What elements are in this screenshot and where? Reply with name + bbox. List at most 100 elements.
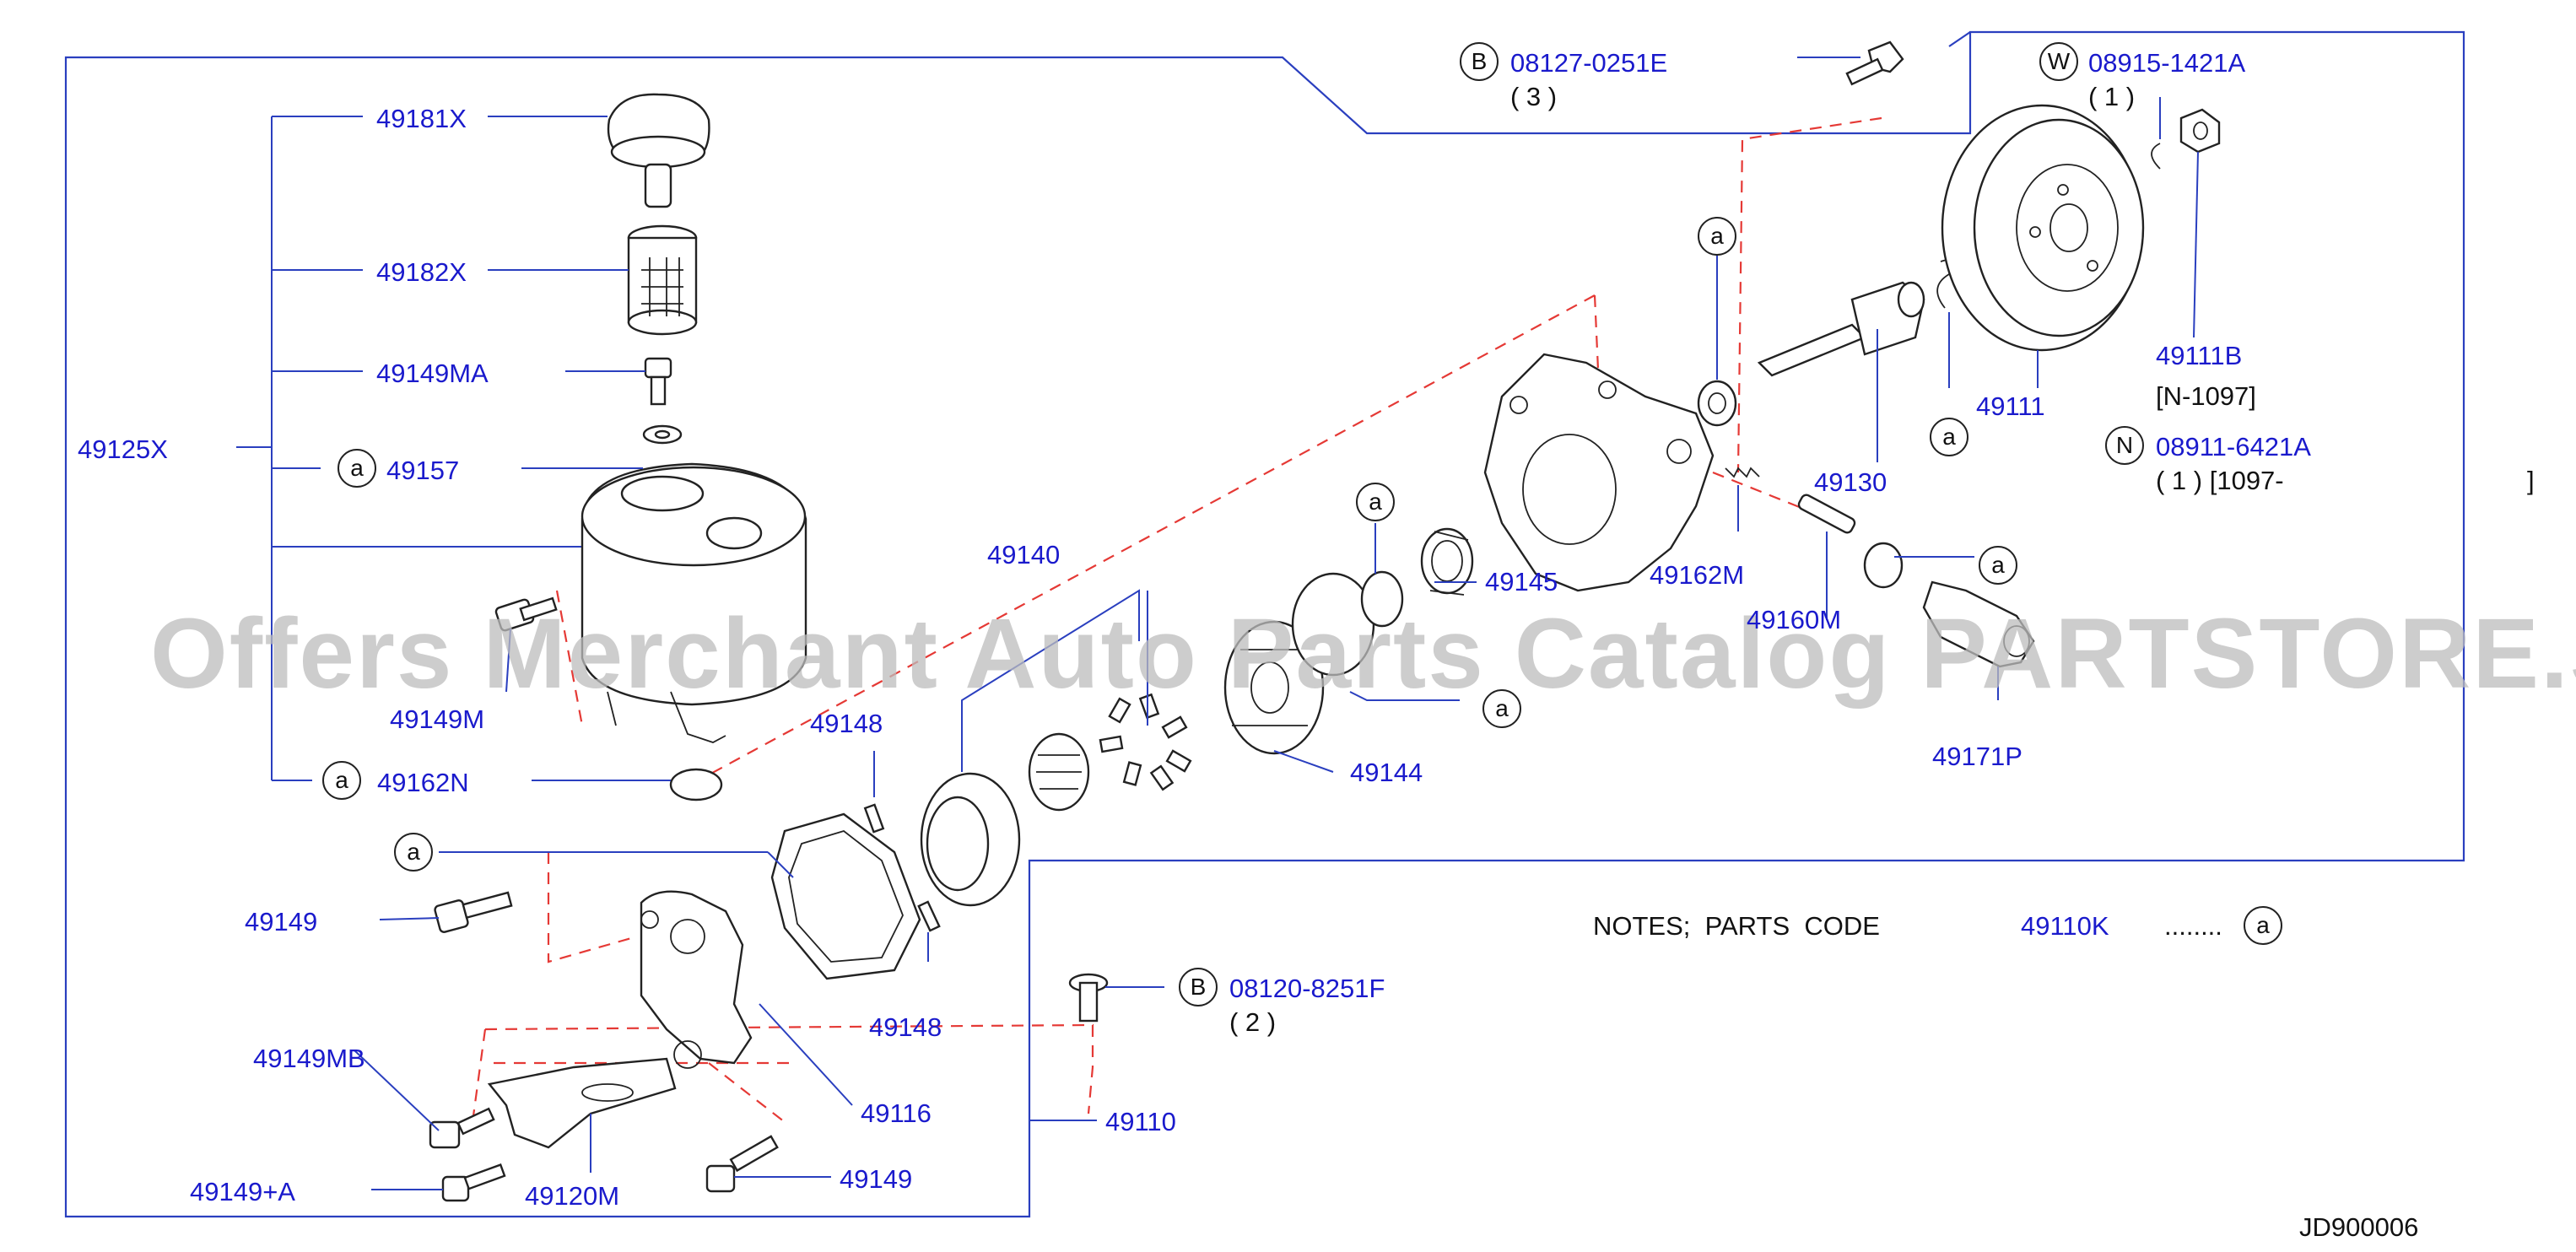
oring-49162N <box>669 768 723 801</box>
callout-a-text: a <box>1369 488 1382 515</box>
callout-a-text: a <box>1495 695 1509 721</box>
label-49144: 49144 <box>1350 758 1423 787</box>
callout-a-49162N: a <box>322 761 361 800</box>
callout-a-oring-small: a <box>1356 483 1395 521</box>
reservoir-cap <box>607 93 710 208</box>
reservoir-bolt <box>644 357 672 406</box>
callout-a-text: a <box>1991 552 2005 578</box>
reservoir-mount-bolt <box>494 596 558 632</box>
notes: NOTES; PARTS CODE 49110K ........ a <box>1593 906 2282 945</box>
callout-a-49157: a <box>338 449 376 488</box>
label-49148-bottom: 49148 <box>869 1012 942 1042</box>
label-08911-6421A: 08911-6421A <box>2156 432 2311 461</box>
callout-a-oring-right: a <box>1979 546 2017 585</box>
reservoir-tank <box>581 462 807 743</box>
watermark: Offers Merchant Auto Parts Catalog PARTS… <box>150 598 2576 710</box>
callout-a-text: a <box>335 767 348 793</box>
pin-49148-top <box>863 803 885 834</box>
diagram-id: JD900006 <box>2299 1212 2418 1242</box>
pump-frame-corner <box>1948 31 1971 47</box>
label-bolt-B1-qty: ( 3 ) <box>1510 82 1557 111</box>
label-49140: 49140 <box>987 540 1060 569</box>
label-08120-8251F: 08120-8251F <box>1229 974 1385 1003</box>
label-nut-N-qty: ( 1 ) [1097- <box>2156 466 2284 495</box>
reservoir-washer <box>642 424 683 445</box>
shaft-49130 <box>1757 281 1925 377</box>
bolt-B2-callout: B 08120-8251F ( 2 ) <box>1179 968 1385 1037</box>
notes-symbol: a <box>2256 912 2270 938</box>
label-bolt-B2-qty: ( 2 ) <box>1229 1007 1276 1037</box>
assembly-lines <box>471 116 1882 1123</box>
pulley-49111 <box>1941 104 2145 352</box>
label-49149MB: 49149MB <box>253 1044 365 1073</box>
callout-a-seal: a <box>1698 217 1736 256</box>
bolt-49149-left <box>434 891 513 933</box>
label-49116: 49116 <box>861 1098 932 1128</box>
label-bracket-close: ] <box>2527 466 2535 495</box>
washer-W-callout: W 08915-1421A ( 1 ) <box>2039 42 2245 111</box>
notes-text: NOTES; PARTS CODE <box>1593 911 1880 941</box>
label-washer-W-qty: ( 1 ) <box>2088 82 2135 111</box>
oring-small <box>1360 570 1404 628</box>
label-49149A: 49149+A <box>190 1177 295 1206</box>
label-49111B: 49111B <box>2156 341 2242 370</box>
connector-49171P <box>1922 580 2035 668</box>
cam-ring-49140 <box>920 772 1021 907</box>
bolt-B1-callout: B 08127-0251E ( 3 ) <box>1460 42 1667 111</box>
rotor <box>1028 732 1090 812</box>
label-49149-bottom: 49149 <box>840 1164 912 1194</box>
vanes <box>1099 693 1192 791</box>
label-49111: 49111 <box>1976 391 2045 421</box>
label-49148-top: 49148 <box>810 709 883 738</box>
flow-valve-49160M <box>1797 494 1856 534</box>
label-49162N: 49162N <box>377 768 469 797</box>
sym-N-text: N <box>2116 432 2133 458</box>
bolt-B2 <box>1068 973 1109 1023</box>
label-49111B-range: [N-1097] <box>2156 381 2256 411</box>
label-08915-1421A: 08915-1421A <box>2088 48 2245 78</box>
spring-49145 <box>1420 527 1474 596</box>
reservoir-bracket <box>236 116 591 781</box>
label-49162M: 49162M <box>1650 560 1744 590</box>
callout-a-text: a <box>350 455 364 481</box>
pin-49148-bottom <box>917 900 941 932</box>
sym-B-text: B <box>1191 974 1207 1000</box>
notes-dots: ........ <box>2164 911 2222 941</box>
nut-49111B <box>2179 108 2221 154</box>
label-49157: 49157 <box>386 456 459 485</box>
callout-a-oring-large: a <box>1482 689 1521 728</box>
label-49149M: 49149M <box>390 704 484 734</box>
leader-lines <box>354 57 2199 1190</box>
callout-a-snapring: a <box>1930 418 1968 456</box>
label-49160M: 49160M <box>1747 605 1841 634</box>
label-49149-left: 49149 <box>245 907 317 936</box>
callout-a-text: a <box>1942 424 1956 450</box>
spring-49162M <box>1725 467 1760 478</box>
label-49120M: 49120M <box>525 1181 619 1211</box>
bolt-B1 <box>1845 40 1904 86</box>
bolt-49149MB <box>429 1107 495 1149</box>
nut-N-callout: N 08911-6421A ( 1 ) [1097- <box>2105 426 2311 495</box>
sym-W-text: W <box>2048 48 2071 74</box>
callout-a-text: a <box>407 839 420 865</box>
pump-front-cover <box>640 890 753 1069</box>
mount-bracket-49120M <box>487 1057 677 1149</box>
side-plate-49144 <box>1223 620 1325 755</box>
group-frame <box>64 30 2465 1218</box>
label-49110: 49110 <box>1105 1107 1176 1136</box>
label-49181X: 49181X <box>376 104 467 133</box>
oil-seal <box>1697 380 1737 427</box>
label-49145: 49145 <box>1485 567 1558 596</box>
washer-W <box>2151 143 2161 170</box>
label-49182X: 49182X <box>376 257 467 287</box>
callout-a-gasket: a <box>394 833 433 872</box>
label-49125X: 49125X <box>78 434 168 464</box>
oring-right <box>1863 542 1904 589</box>
label-49171P: 49171P <box>1932 742 2022 771</box>
label-08127-0251E: 08127-0251E <box>1510 48 1667 78</box>
callout-a-text: a <box>1710 223 1724 249</box>
gasket-49116 <box>770 812 921 980</box>
sym-B-text: B <box>1472 48 1488 74</box>
label-49130: 49130 <box>1814 467 1887 497</box>
